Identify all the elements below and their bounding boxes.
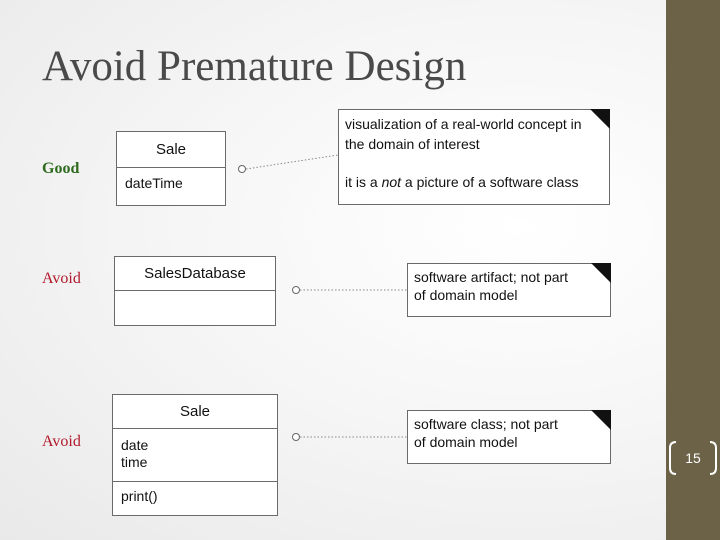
class-name: Sale — [113, 395, 277, 429]
row-label-avoid-1: Avoid — [42, 270, 81, 287]
note-line-3: it is a not a picture of a software clas… — [345, 172, 603, 192]
class-attributes-empty — [115, 291, 275, 325]
row-label-good: Good — [42, 160, 80, 177]
uml-class-sale-good: Sale dateTime — [116, 131, 226, 206]
note-line: software class; not part — [414, 416, 558, 432]
row-label-avoid-2: Avoid — [42, 433, 81, 450]
class-name: Sale — [117, 132, 225, 168]
note-avoid-2: software class; not part of domain model — [407, 410, 611, 464]
page-number-bracket — [669, 441, 717, 475]
note-good: visualization of a real-world concept in… — [338, 109, 610, 205]
attribute: time — [121, 454, 148, 470]
note-text: it is a — [345, 174, 382, 190]
connector-circle-avoid-2 — [292, 433, 300, 441]
attribute: dateTime — [125, 175, 183, 191]
note-line: of domain model — [414, 287, 518, 303]
connector-line-good — [245, 154, 339, 170]
note-emphasis: not — [381, 174, 402, 190]
note-line: software artifact; not part — [414, 269, 569, 285]
attribute: date — [121, 437, 149, 453]
uml-class-sale-software: Sale date time print() — [112, 394, 278, 516]
connector-circle-good — [238, 165, 246, 173]
note-text: a picture of a software class — [401, 174, 579, 190]
note-line: of domain model — [414, 434, 518, 450]
class-attributes: date time — [113, 429, 277, 482]
slide-title: Avoid Premature Design — [42, 43, 467, 90]
uml-class-salesdatabase: SalesDatabase — [114, 256, 276, 326]
note-line: visualization of a real-world concept in — [345, 116, 582, 132]
class-name: SalesDatabase — [115, 257, 275, 291]
note-fold-corner — [591, 263, 611, 283]
page-number: 15 — [685, 450, 701, 466]
note-line: the domain of interest — [345, 136, 480, 152]
method: print() — [121, 488, 158, 504]
note-avoid-1: software artifact; not part of domain mo… — [407, 263, 611, 317]
class-attributes: dateTime — [117, 168, 225, 205]
class-methods: print() — [113, 482, 277, 515]
note-fold-corner — [591, 410, 611, 430]
note-fold-corner — [590, 109, 610, 129]
sidebar-accent-bar — [666, 0, 720, 540]
connector-circle-avoid-1 — [292, 286, 300, 294]
